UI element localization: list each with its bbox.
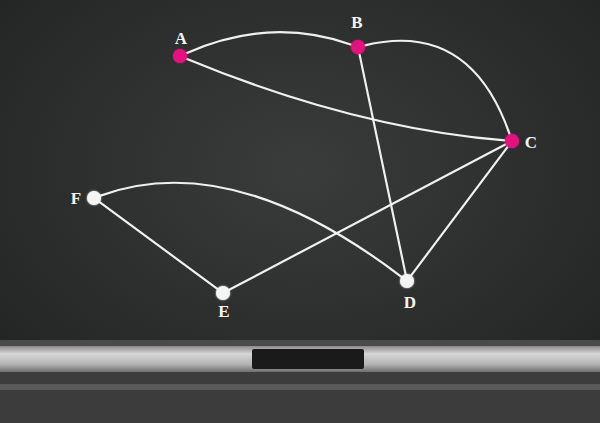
- board-edge: [0, 340, 600, 346]
- vertex-label: F: [71, 190, 81, 207]
- graph-edge: [186, 32, 351, 53]
- graph-vertex: C: [505, 134, 519, 148]
- graph-vertex: B: [351, 40, 365, 54]
- eraser: [252, 349, 364, 369]
- graph-vertex: D: [400, 274, 414, 288]
- tray-front: [0, 372, 600, 423]
- graph-vertex: A: [173, 49, 187, 63]
- graph-edge: [101, 183, 402, 277]
- graph-edge: [359, 54, 405, 274]
- graph-edge: [411, 147, 508, 276]
- vertex-label: D: [404, 294, 416, 311]
- graph-vertex: E: [216, 286, 230, 300]
- vertex-label: E: [218, 303, 229, 320]
- chalk-tray: [0, 346, 600, 372]
- vertex-label: C: [525, 134, 537, 151]
- tray-lip: [0, 384, 600, 390]
- vertex-label: A: [175, 30, 187, 47]
- graph-edge: [100, 202, 218, 289]
- vertex-label: B: [351, 14, 362, 31]
- graph-edge: [186, 59, 505, 141]
- graph-edge: [229, 144, 506, 289]
- graph-edge: [365, 41, 510, 135]
- graph-vertex: F: [87, 191, 101, 205]
